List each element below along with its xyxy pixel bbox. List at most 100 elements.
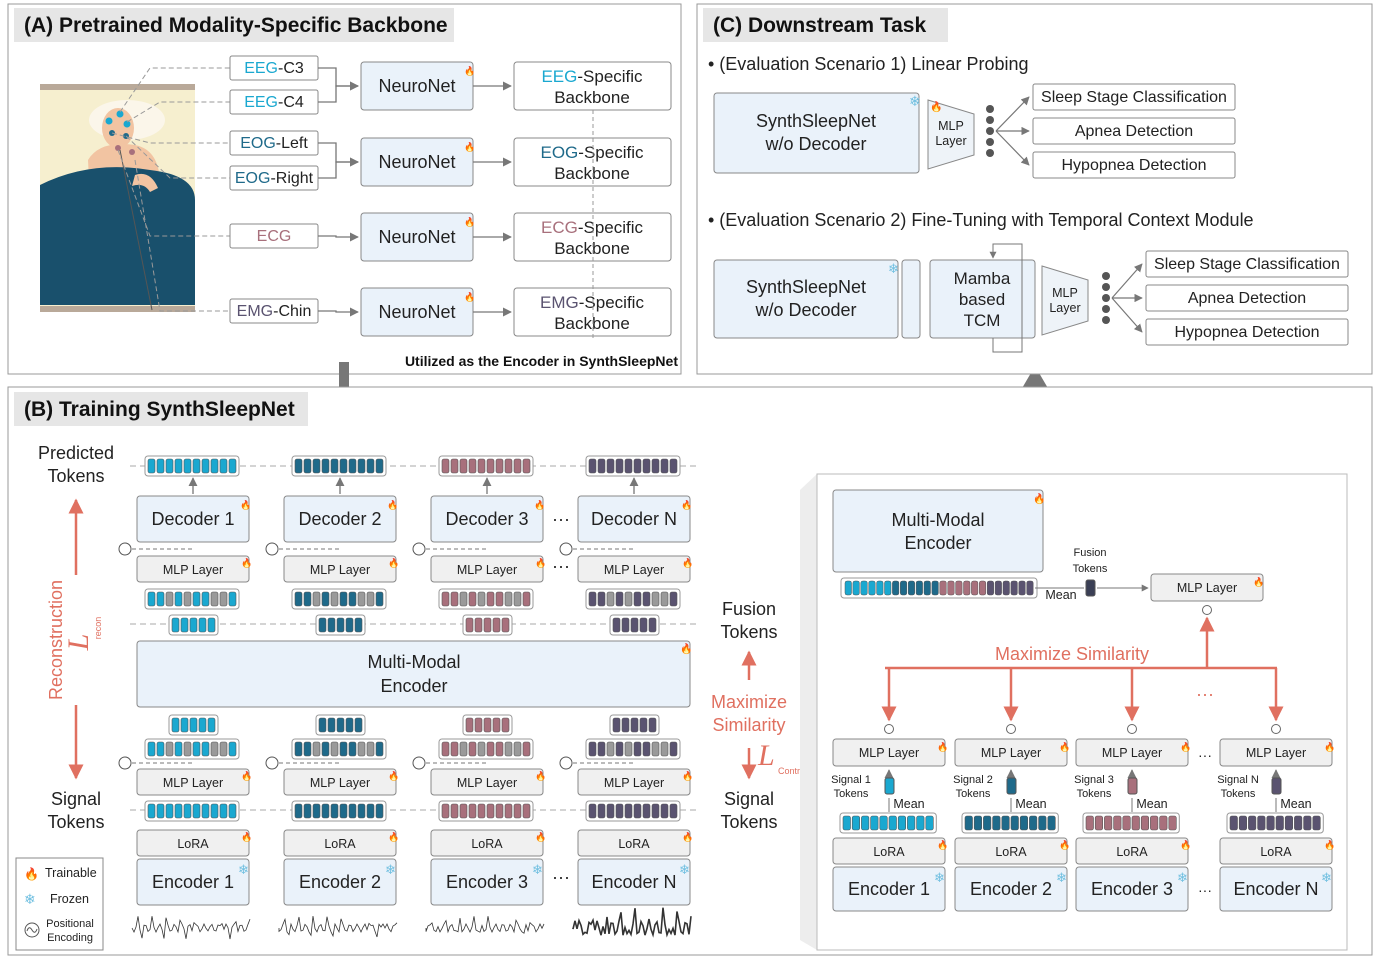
- task-label: Sleep Stage Classification: [1154, 256, 1340, 273]
- token: [1094, 815, 1103, 831]
- trainable-icon: 🔥: [682, 770, 693, 781]
- signal-token-row: [585, 800, 681, 822]
- token: [228, 741, 237, 757]
- output-dot: [986, 105, 994, 113]
- token: [639, 617, 648, 633]
- token: [330, 803, 339, 819]
- signal-tokens-right-line1: Signal: [724, 789, 774, 809]
- token: [450, 591, 459, 607]
- token: [876, 580, 884, 596]
- token: [228, 458, 237, 474]
- electrode-leaders: [111, 67, 230, 312]
- token: [339, 458, 348, 474]
- token: [660, 591, 669, 607]
- mlp-layer-label: MLP Layer: [163, 776, 223, 790]
- token: [931, 580, 939, 596]
- token: [321, 458, 330, 474]
- token: [156, 458, 165, 474]
- token: [669, 741, 678, 757]
- token: [327, 717, 336, 733]
- positional-encoding-icon: [118, 756, 132, 770]
- panel-c-title: (C) Downstream Task: [713, 14, 926, 37]
- token: [1257, 815, 1266, 831]
- token: [861, 815, 870, 831]
- recon-loss-subscript: recon: [93, 617, 103, 640]
- zoom-signal-token-row: [961, 812, 1059, 834]
- token: [375, 591, 384, 607]
- signal-tokens-label-line2: Tokens: [834, 788, 869, 800]
- token: [1284, 815, 1293, 831]
- masked-token-row: [438, 738, 534, 760]
- token: [375, 741, 384, 757]
- zoom-lora-label: LoRA: [1116, 845, 1148, 859]
- token: [483, 717, 492, 733]
- masked-token-row: [291, 738, 387, 760]
- mlp-layer-label: MLP Layer: [457, 563, 517, 577]
- task-label: Apnea Detection: [1075, 123, 1193, 140]
- zoom-encoder-label: Encoder 1: [848, 879, 930, 899]
- trainable-icon: 🔥: [535, 557, 546, 568]
- token: [633, 803, 642, 819]
- fusion-token-row: [462, 614, 513, 636]
- trainable-icon: 🔥: [682, 557, 693, 568]
- maximize-similarity-line2: Similarity: [712, 715, 785, 735]
- zoom-encoder-box: [832, 866, 946, 912]
- token: [1113, 815, 1122, 831]
- task-box: [1032, 83, 1236, 111]
- token: [994, 580, 1002, 596]
- masked-token-row: [585, 738, 681, 760]
- token: [1029, 815, 1038, 831]
- token: [522, 803, 531, 819]
- backbone-prefix: EEG: [541, 67, 577, 86]
- predicted-tokens-line2: Tokens: [47, 466, 104, 486]
- token: [660, 803, 669, 819]
- decoder-label: Decoder N: [591, 509, 677, 529]
- trainable-icon: 🔥: [464, 216, 475, 227]
- token: [486, 741, 495, 757]
- mlp-layer-label: MLP Layer: [457, 776, 517, 790]
- zoom-lora-label: LoRA: [995, 845, 1027, 859]
- token: [375, 458, 384, 474]
- encoder-box: [430, 858, 544, 906]
- frozen-icon: ❄: [532, 862, 543, 877]
- token: [513, 741, 522, 757]
- token: [651, 803, 660, 819]
- lora-label: LoRA: [618, 837, 650, 851]
- token: [486, 458, 495, 474]
- token: [915, 580, 923, 596]
- channel-suffix: -C4: [278, 94, 304, 111]
- token: [971, 580, 979, 596]
- mlp-layer-label: MLP Layer: [310, 563, 370, 577]
- recon-loss-symbol: L: [62, 634, 95, 652]
- token: [183, 458, 192, 474]
- token: [354, 617, 363, 633]
- trainable-icon: 🔥: [937, 839, 948, 850]
- pooled-token: [1271, 777, 1282, 795]
- token: [1159, 815, 1168, 831]
- positional-encoding-icon: [118, 542, 132, 556]
- channel-suffix: -Left: [276, 135, 309, 152]
- token: [642, 741, 651, 757]
- zoom-mm-encoder-line1: Multi-Modal: [891, 510, 984, 530]
- token: [624, 741, 633, 757]
- trainable-icon: 🔥: [464, 65, 475, 76]
- signal-tokens-line1: Signal: [51, 789, 101, 809]
- token: [156, 741, 165, 757]
- zoom-columns: MLP Layer🔥Signal 1TokensMeanLoRA🔥Encoder…: [831, 668, 1335, 912]
- token: [210, 741, 219, 757]
- token: [219, 458, 228, 474]
- token: [947, 580, 955, 596]
- signal-tokens-label-line2: Tokens: [956, 788, 991, 800]
- token: [660, 741, 669, 757]
- token: [597, 741, 606, 757]
- token: [330, 741, 339, 757]
- token: [1140, 815, 1149, 831]
- decoder-label: Decoder 2: [298, 509, 381, 529]
- token: [642, 803, 651, 819]
- token: [868, 580, 876, 596]
- mean-label: Mean: [1280, 797, 1311, 811]
- token: [165, 591, 174, 607]
- channel-to-neuronet-arrow: [318, 81, 359, 103]
- token: [1303, 815, 1312, 831]
